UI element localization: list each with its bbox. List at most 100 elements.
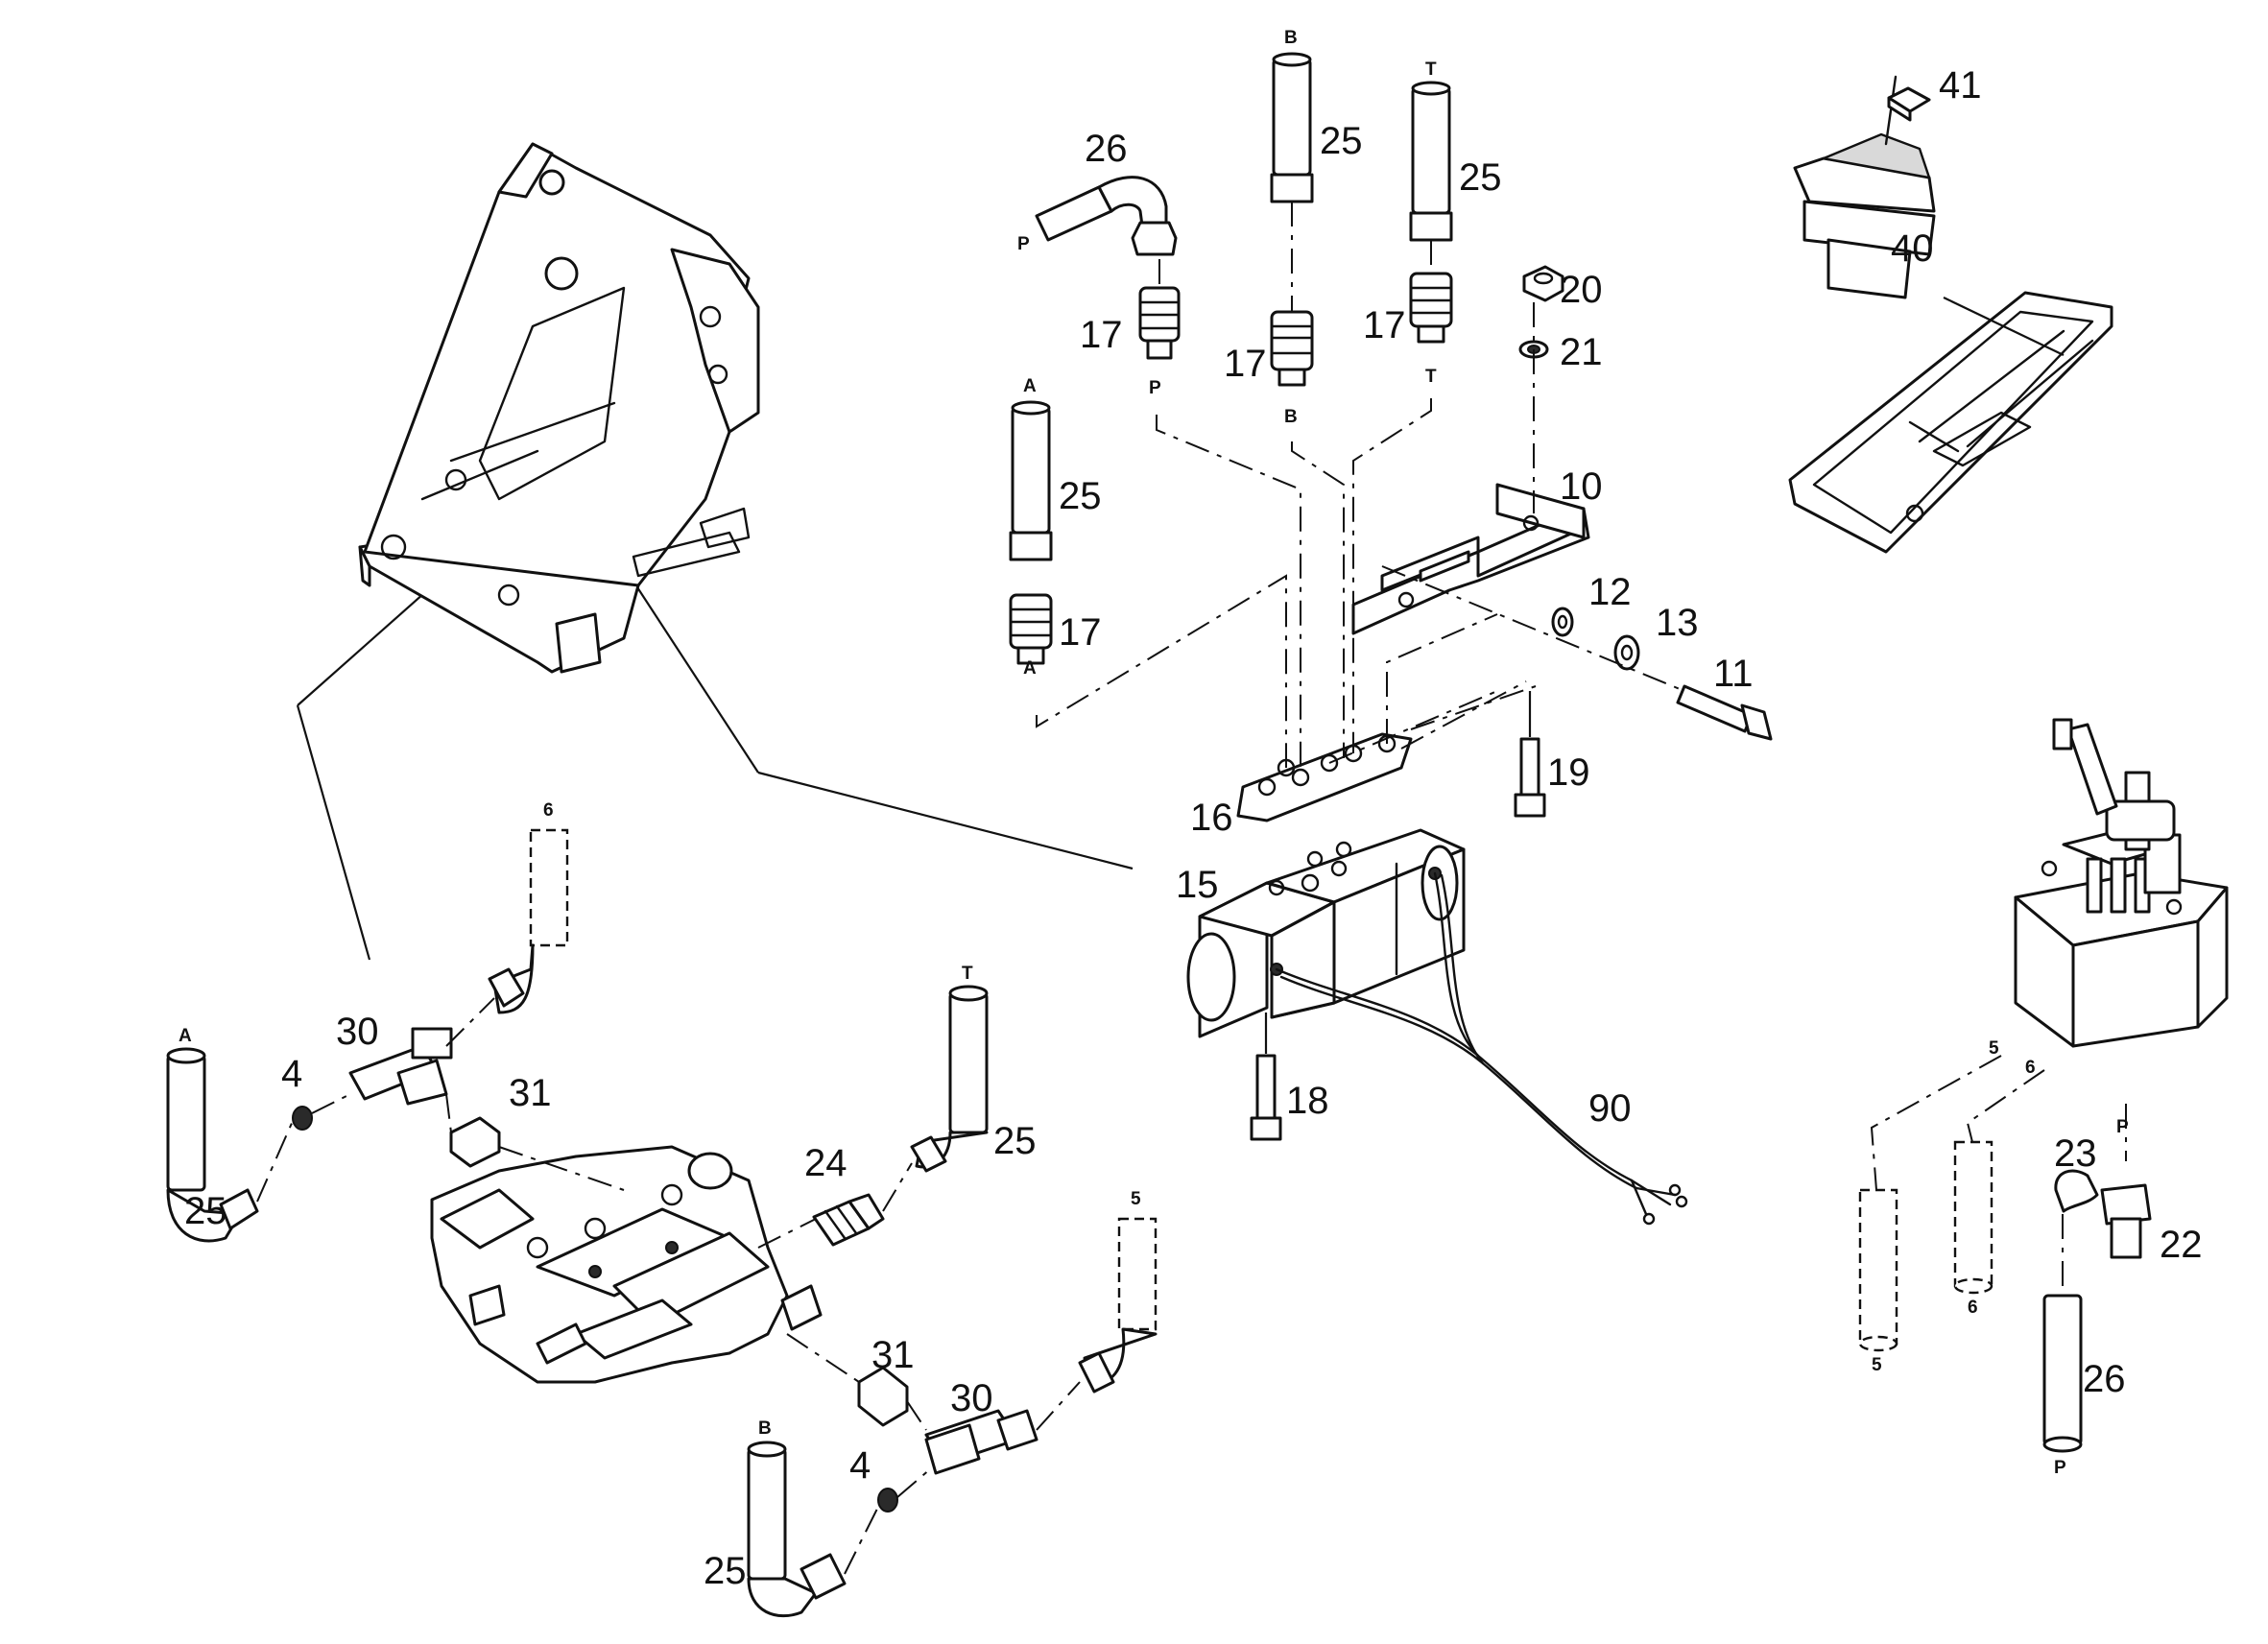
hose-26-right bbox=[2042, 1214, 2083, 1453]
callout-24: 24 bbox=[804, 1142, 848, 1184]
callout-21: 21 bbox=[1560, 331, 1603, 373]
callout-25-left: 25 bbox=[184, 1190, 227, 1232]
loader-frame bbox=[358, 142, 760, 674]
nut-20 bbox=[1522, 265, 1564, 302]
port-25-b: B bbox=[1284, 28, 1298, 48]
callout-12: 12 bbox=[1588, 571, 1632, 613]
connector-24 bbox=[812, 1193, 885, 1247]
fitting-17-p bbox=[1138, 286, 1181, 360]
port-hose5-bot: 5 bbox=[1872, 1355, 1882, 1375]
callout-17-p: 17 bbox=[1080, 314, 1123, 356]
callout-30-bot: 30 bbox=[950, 1377, 993, 1419]
callout-31-bot: 31 bbox=[871, 1334, 915, 1376]
elbow-23 bbox=[2054, 1169, 2099, 1213]
hand-pump-assembly bbox=[2014, 718, 2229, 1048]
callout-25-a: 25 bbox=[1059, 475, 1102, 517]
port-17-p: P bbox=[1149, 378, 1161, 398]
mounting-plate-16 bbox=[1236, 732, 1413, 822]
port-pump6: 6 bbox=[2025, 1058, 2036, 1078]
clip-4-bot bbox=[877, 1488, 898, 1513]
callout-25-b: 25 bbox=[1320, 120, 1363, 162]
rocker-switch-40 bbox=[1793, 75, 1936, 299]
main-valve-block bbox=[430, 1145, 823, 1384]
callout-25-mid: 25 bbox=[993, 1120, 1037, 1162]
callout-labels: 41 40 26 25 25 20 21 17 17 17 10 25 17 1… bbox=[184, 64, 2203, 1592]
wiring-harness-90 bbox=[1275, 871, 1688, 1226]
hose-6-left bbox=[488, 828, 569, 1014]
switch-cap-41 bbox=[1887, 86, 1931, 122]
lower-assembly-connection-lines bbox=[256, 997, 1081, 1575]
bracket-10 bbox=[1351, 483, 1590, 635]
callout-4-bot: 4 bbox=[849, 1444, 871, 1487]
port-pumpP: P bbox=[2116, 1117, 2129, 1137]
port-hoseP-bot: P bbox=[2054, 1458, 2066, 1478]
callout-17-t: 17 bbox=[1363, 304, 1406, 346]
callout-25-t: 25 bbox=[1459, 156, 1502, 199]
pump-hose-connections bbox=[1870, 1055, 2127, 1191]
bolt-19 bbox=[1514, 691, 1546, 818]
callout-18: 18 bbox=[1286, 1080, 1329, 1122]
callout-41: 41 bbox=[1939, 64, 1982, 107]
callout-40: 40 bbox=[1891, 227, 1934, 270]
callout-25-bot: 25 bbox=[704, 1550, 747, 1592]
callout-26-top: 26 bbox=[1085, 128, 1128, 170]
fitting-17-b bbox=[1270, 310, 1314, 387]
port-25-t: T bbox=[1425, 60, 1437, 80]
callout-15: 15 bbox=[1176, 864, 1219, 906]
port-17-b: B bbox=[1284, 407, 1298, 427]
fitting-17-a bbox=[1009, 593, 1053, 665]
port-hose6-bot: 6 bbox=[1968, 1298, 1978, 1318]
bolt-18 bbox=[1250, 1013, 1282, 1141]
callout-16: 16 bbox=[1190, 797, 1233, 839]
hose-6-right bbox=[1953, 1140, 1993, 1295]
port-25-a: A bbox=[1023, 376, 1037, 396]
port-hoseA-left: A bbox=[179, 1026, 192, 1046]
callout-17-b: 17 bbox=[1224, 343, 1267, 385]
nut-31-top bbox=[449, 1116, 501, 1168]
washer-12 bbox=[1551, 607, 1574, 637]
tee-30-bot bbox=[924, 1409, 1039, 1475]
callout-20: 20 bbox=[1560, 269, 1603, 311]
port-hose6-top: 6 bbox=[543, 800, 554, 821]
hose-25-left bbox=[166, 1047, 259, 1243]
port-hoseT-mid: T bbox=[962, 964, 973, 984]
hose-25-bot bbox=[747, 1441, 847, 1618]
callout-11: 11 bbox=[1713, 653, 1754, 695]
hose-25-a bbox=[1009, 400, 1053, 561]
port-17-t: T bbox=[1425, 367, 1437, 387]
callout-26-right: 26 bbox=[2083, 1358, 2126, 1400]
tee-22 bbox=[2100, 1183, 2152, 1259]
port-26-top: P bbox=[1017, 234, 1030, 254]
callout-22: 22 bbox=[2160, 1224, 2203, 1266]
port-labels: P B T P B T A A 6 A T 5 B 5 6 P 5 6 P bbox=[179, 28, 2129, 1478]
callout-31-top: 31 bbox=[509, 1072, 552, 1114]
nut-31-bot bbox=[857, 1366, 909, 1427]
callout-10: 10 bbox=[1560, 465, 1603, 508]
hose-5-left bbox=[1078, 1217, 1158, 1394]
callout-13: 13 bbox=[1656, 602, 1699, 644]
hose-5-right bbox=[1858, 1188, 1898, 1352]
callout-17-a: 17 bbox=[1059, 611, 1102, 654]
callout-30-top: 30 bbox=[336, 1011, 379, 1053]
solenoid-valve-15 bbox=[1186, 828, 1466, 1038]
callout-90: 90 bbox=[1588, 1087, 1632, 1130]
hose-26-top bbox=[1035, 176, 1178, 256]
fitting-17-t bbox=[1409, 272, 1453, 344]
callout-19: 19 bbox=[1547, 751, 1590, 794]
hose-25-t bbox=[1409, 81, 1453, 242]
hose-25-mid bbox=[910, 985, 989, 1173]
clip-4-top bbox=[292, 1106, 313, 1131]
hose-25-b bbox=[1270, 52, 1314, 203]
port-pump5: 5 bbox=[1989, 1038, 1999, 1059]
bolt-11 bbox=[1676, 684, 1773, 741]
washer-13 bbox=[1613, 634, 1640, 671]
port-hose5-top: 5 bbox=[1131, 1189, 1141, 1209]
switch-panel bbox=[1788, 291, 2113, 554]
tee-30-top bbox=[348, 1027, 453, 1106]
callout-4-top: 4 bbox=[281, 1053, 302, 1095]
port-hoseB-bot: B bbox=[758, 1418, 772, 1439]
port-17-a: A bbox=[1023, 658, 1037, 679]
callout-23: 23 bbox=[2054, 1132, 2097, 1175]
port-connection-lines bbox=[1036, 202, 1537, 768]
